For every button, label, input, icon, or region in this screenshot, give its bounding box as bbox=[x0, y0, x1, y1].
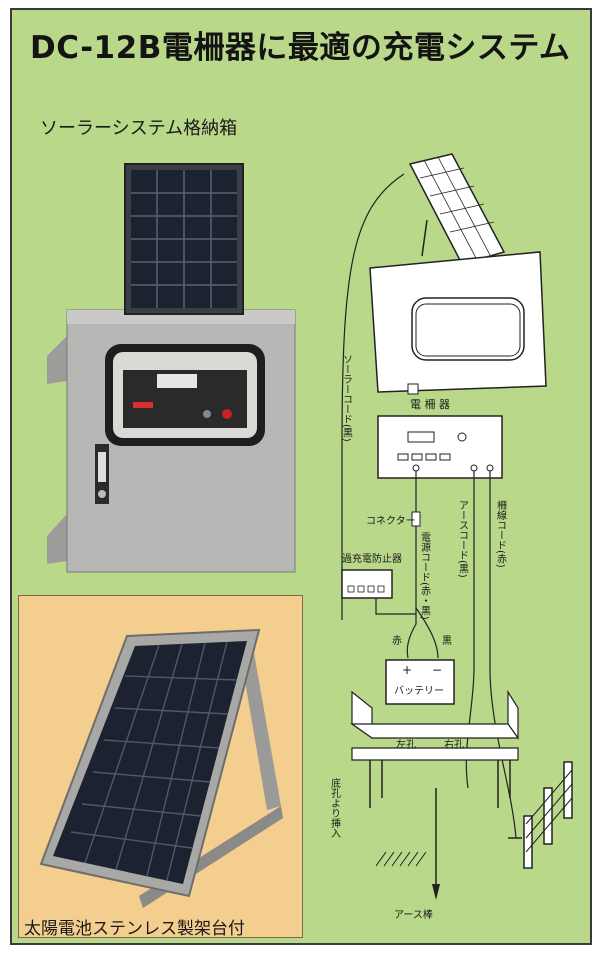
storage-box-caption: ソーラーシステム格納箱 bbox=[40, 118, 238, 139]
diagram-storage-box bbox=[369, 251, 547, 395]
diagram-fence-posts bbox=[508, 761, 573, 869]
left-hole-label: 左孔 bbox=[396, 738, 416, 751]
panel-stand-photo bbox=[39, 628, 283, 908]
solar-cord-label: ソーラーコード(黒) bbox=[341, 354, 353, 442]
diagram-fence-energizer bbox=[377, 415, 503, 479]
battery-plus: + bbox=[402, 663, 412, 677]
power-cord-label: 電源コード(赤・黒) bbox=[419, 532, 431, 620]
diagram-overcharge-protector bbox=[341, 569, 393, 599]
panel-stand-caption: 太陽電池ステンレス製架台付 bbox=[24, 919, 245, 939]
overcharge-protector-label: 過充電防止器 bbox=[342, 552, 402, 565]
battery-minus: − bbox=[432, 663, 442, 677]
diagram-box-base bbox=[350, 689, 520, 808]
fence-unit-label: 電 柵 器 bbox=[410, 397, 450, 411]
battery-label: バッテリー bbox=[394, 685, 444, 697]
fence-wire-cord-label: 柵線コード(赤) bbox=[495, 499, 507, 568]
ground-rod-label: アース棒 bbox=[394, 908, 433, 921]
storage-box-photo bbox=[47, 163, 296, 573]
red-wire-label: 赤 bbox=[392, 635, 402, 647]
diagram-battery bbox=[385, 659, 455, 705]
diagram-solar-panel bbox=[408, 153, 506, 273]
connector-label: コネクター bbox=[366, 515, 416, 527]
black-wire-label: 黒 bbox=[442, 635, 452, 647]
ground-cord-label: アースコード(黒) bbox=[457, 500, 469, 578]
diagram-ground-rod bbox=[375, 788, 440, 900]
right-hole-label: 右孔 bbox=[444, 738, 464, 751]
bottom-hole-insert-label: 底孔より挿入 bbox=[329, 777, 341, 838]
wiring-diagram: 電 柵 器 ソーラーコード(黒) コネクター 電源コード(赤・黒) アースコード… bbox=[329, 153, 573, 921]
panel-stand-photo-frame bbox=[18, 595, 303, 938]
brochure-panel: DC-12B電柵器に最適の充電システム ソーラーシステム格納箱 bbox=[10, 8, 592, 945]
page-title: DC-12B電柵器に最適の充電システム bbox=[30, 30, 571, 66]
